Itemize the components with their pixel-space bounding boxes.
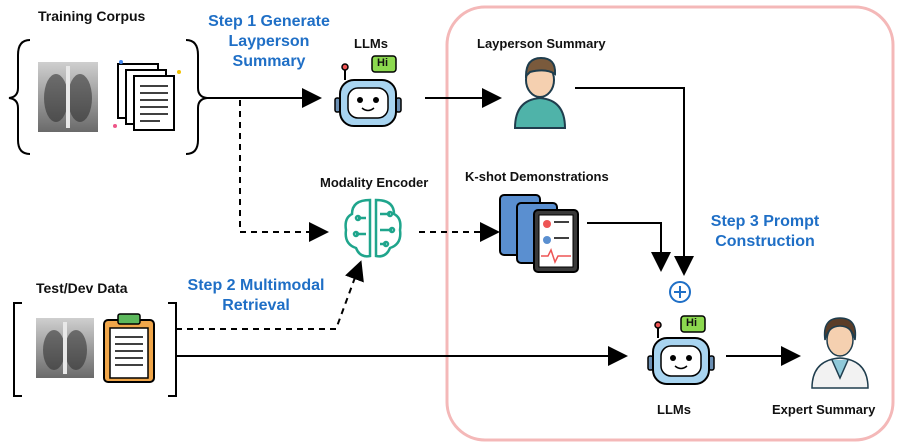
step3-line2: Construction bbox=[715, 233, 815, 250]
step2-line1: Step 2 Multimodal bbox=[187, 277, 325, 294]
brain-circuit-icon bbox=[344, 198, 402, 258]
tablet-records-icon bbox=[499, 194, 579, 273]
step3-line1: Step 3 Prompt bbox=[710, 213, 820, 230]
prompt-panel bbox=[445, 5, 895, 442]
step1-line1: Step 1 Generate bbox=[208, 13, 330, 30]
robot-badge-text-bottom: Hi bbox=[686, 317, 697, 329]
chest-xray-icon bbox=[38, 62, 98, 132]
llms-top-label: LLMs bbox=[354, 36, 388, 51]
robot-badge-text: Hi bbox=[377, 57, 388, 69]
kshot-label: K-shot Demonstrations bbox=[465, 169, 609, 184]
step1-line2: Layperson bbox=[228, 33, 310, 50]
step1-line3: Summary bbox=[232, 53, 306, 70]
test-brace bbox=[13, 302, 177, 397]
expert-summary-label: Expert Summary bbox=[772, 402, 876, 417]
step1-label: Step 1 Generate Layperson Summary bbox=[193, 12, 345, 72]
step3-label: Step 3 Prompt Construction bbox=[700, 212, 830, 252]
training-corpus-label: Training Corpus bbox=[38, 8, 146, 24]
plus-circle-icon bbox=[669, 281, 691, 303]
chest-xray-icon bbox=[36, 318, 94, 378]
llms-bottom-label: LLMs bbox=[657, 402, 691, 417]
robot-icon bbox=[647, 315, 715, 385]
doctor-icon bbox=[811, 317, 869, 389]
step2-label: Step 2 Multimodal Retrieval bbox=[170, 276, 342, 316]
documents-icon bbox=[117, 63, 175, 131]
person-icon bbox=[513, 56, 567, 129]
clipboard-icon bbox=[103, 313, 155, 383]
robot-icon bbox=[334, 55, 402, 127]
layperson-summary-label: Layperson Summary bbox=[477, 36, 606, 51]
step2-line2: Retrieval bbox=[222, 297, 290, 314]
modality-encoder-label: Modality Encoder bbox=[320, 175, 429, 190]
test-dev-label: Test/Dev Data bbox=[36, 280, 128, 296]
